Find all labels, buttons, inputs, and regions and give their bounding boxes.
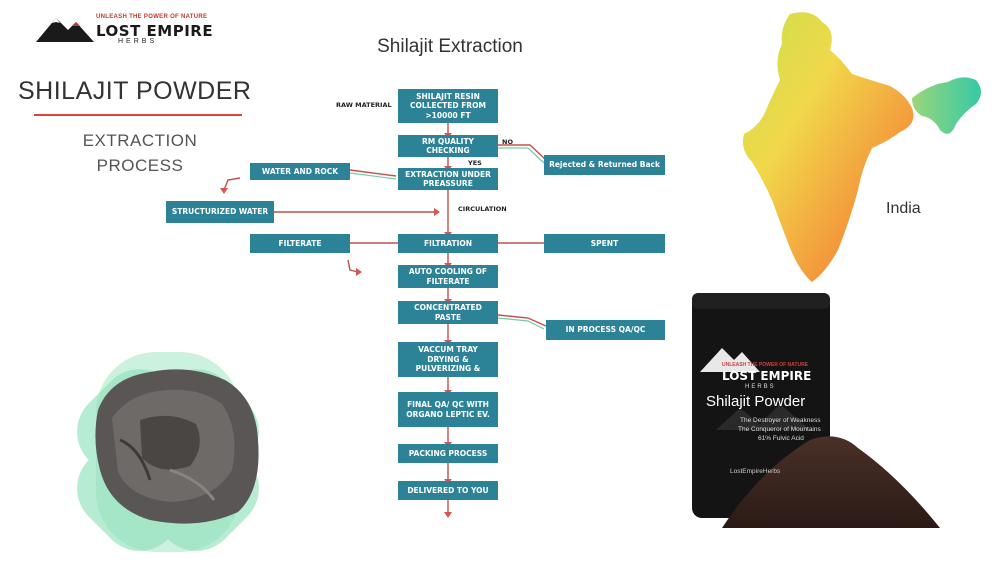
mountain-logo-icon — [36, 18, 94, 42]
package-brand: LOST EMPIRE — [722, 369, 812, 383]
step-vacuum-drying: VACCUM TRAY DRYING & PULVERIZING & — [398, 342, 498, 377]
step-spent: SPENT — [544, 234, 665, 253]
diagram-title: Shilajit Extraction — [377, 36, 523, 57]
powder-pile-image — [722, 436, 940, 528]
shilajit-resin-image — [95, 369, 259, 524]
step-rejected: Rejected & Returned Back — [544, 155, 665, 175]
title-underline — [34, 114, 242, 116]
logo-subname: HERBS — [118, 38, 158, 45]
step-auto-cooling: AUTO COOLING OF FILTERATE — [398, 265, 498, 288]
package-product-name: Shilajit Powder — [706, 393, 806, 410]
step-structurized-water: STRUCTURIZED WATER — [166, 201, 274, 223]
package-line-2: The Conqueror of Mountains — [738, 426, 821, 433]
package-brand-sub: HERBS — [745, 384, 776, 390]
brand-logo — [34, 12, 184, 52]
logo-tagline: UNLEASH THE POWER OF NATURE — [96, 14, 208, 20]
flow-connectors — [223, 123, 547, 512]
step-delivered: DELIVERED TO YOU — [398, 481, 498, 500]
map-label: India — [886, 200, 921, 217]
label-no: NO — [502, 138, 513, 146]
page-title: SHILAJIT POWDER — [18, 77, 252, 105]
step-in-process-qa: IN PROCESS QA/QC — [546, 320, 665, 340]
step-water-rock: WATER AND ROCK — [250, 163, 350, 180]
india-map — [743, 12, 981, 282]
label-circulation: CIRCULATION — [458, 205, 507, 213]
label-raw-material: RAW MATERIAL — [336, 101, 392, 109]
subtitle-line-1: EXTRACTION — [82, 131, 198, 150]
label-yes: YES — [468, 159, 482, 167]
step-final-qa: FINAL QA/ QC WITH ORGANO LEPTIC EV. — [398, 392, 498, 427]
step-filterate: FILTERATE — [250, 234, 350, 253]
step-concentrated: CONCENTRATED PASTE — [398, 301, 498, 324]
step-extraction: EXTRACTION UNDER PREASSURE — [398, 168, 498, 190]
package-website: LostEmpireHerbs — [730, 468, 781, 475]
step-resin: SHILAJIT RESIN COLLECTED FROM >10000 FT — [398, 89, 498, 123]
subtitle-line-2: PROCESS — [96, 156, 184, 175]
step-packing: PACKING PROCESS — [398, 444, 498, 463]
package-line-3: 61% Fulvic Acid — [758, 435, 804, 442]
step-rm-quality: RM QUALITY CHECKING — [398, 135, 498, 157]
package-tagline: UNLEASH THE POWER OF NATURE — [722, 362, 809, 368]
step-filtration: FILTRATION — [398, 234, 498, 253]
logo-name: LOST EMPIRE — [96, 22, 214, 40]
package-line-1: The Destroyer of Weakness — [740, 417, 821, 424]
